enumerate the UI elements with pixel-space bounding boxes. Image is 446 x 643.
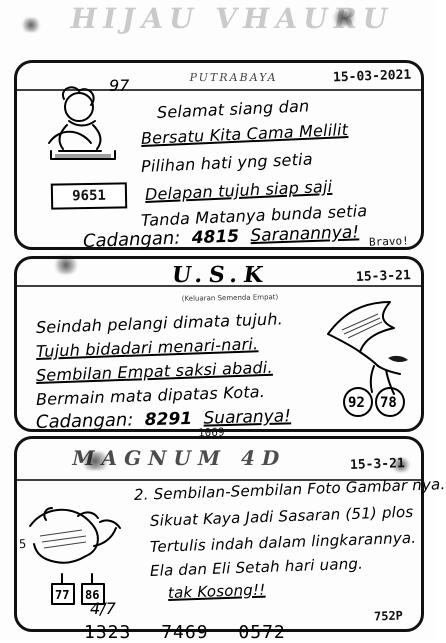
- bird-illustration: 92 78: [318, 290, 418, 430]
- cadangan-line: Cadangan: 4815 Saranannya!: [83, 221, 360, 252]
- magnum-banner: MAGNUM 4D: [69, 446, 289, 470]
- box-2-number: 86: [85, 588, 99, 602]
- panel-header: [17, 63, 421, 91]
- corner-mark: 4/7: [90, 599, 117, 618]
- dragon-illustration: 77 86 4/7: [16, 486, 136, 618]
- magnum-line-5: tak Kosong!!: [167, 580, 266, 602]
- dragon-svg: 77 86 4/7: [29, 507, 121, 618]
- ball-2-number: 78: [380, 395, 397, 411]
- ink-blot: [20, 18, 42, 32]
- badge-number: 97: [109, 76, 130, 95]
- footer-numbers: 1323 7469 0572: [84, 622, 404, 643]
- poem-line-1: Selamat siang dan: [156, 96, 310, 122]
- code-box: 9651: [50, 182, 128, 210]
- poem-line-4: Delapan tujuh siap saji: [144, 176, 333, 204]
- ink-blot: [78, 452, 112, 470]
- poem-line-2: Bersatu Kita Cama Melilit: [140, 119, 349, 148]
- cadangan-label: Cadangan:: [82, 227, 181, 252]
- faded-header-text: HIJAU VHAURU: [67, 2, 397, 35]
- bird-svg: 92 78: [327, 301, 408, 417]
- panel-title: PUTRABAYA: [188, 71, 279, 84]
- footer-number-3: 0572: [238, 622, 286, 643]
- cadangan-number: 4815: [191, 226, 240, 249]
- panel-date: 15-3-21: [355, 268, 412, 285]
- usk-title: U.S.K: [170, 262, 271, 288]
- scanned-document-page: HIJAU VHAURU PUTRABAYA 15-03-2021 97 965…: [14, 2, 446, 643]
- ink-blot: [330, 10, 358, 26]
- footer-number-2: 7469: [161, 622, 209, 643]
- box-1-number: 77: [55, 588, 69, 602]
- baby-illustration: 97: [48, 76, 130, 160]
- right-mark: Bravo!: [369, 234, 410, 249]
- panel-header: [17, 259, 421, 287]
- panel-magnum: 15-3-21 5 752P: [14, 436, 424, 632]
- ink-blot: [52, 256, 80, 274]
- ball-1-number: 92: [348, 395, 365, 411]
- footer-number-1: 1323: [84, 622, 132, 643]
- usk-cadangan-number: 8291: [144, 408, 193, 431]
- poem-line-3: Pilihan hati yng setia: [140, 149, 314, 176]
- panel-usk: 15-3-21: [14, 256, 424, 432]
- panel-putrabaya: PUTRABAYA 15-03-2021 97 9651 Selamat sia…: [14, 60, 424, 252]
- ink-blot: [390, 458, 412, 472]
- panel-date: 15-03-2021: [332, 67, 412, 86]
- usk-cadangan-label: Cadangan:: [35, 409, 134, 433]
- panel-header: [17, 439, 421, 481]
- cadangan-tail: Saranannya!: [250, 222, 360, 247]
